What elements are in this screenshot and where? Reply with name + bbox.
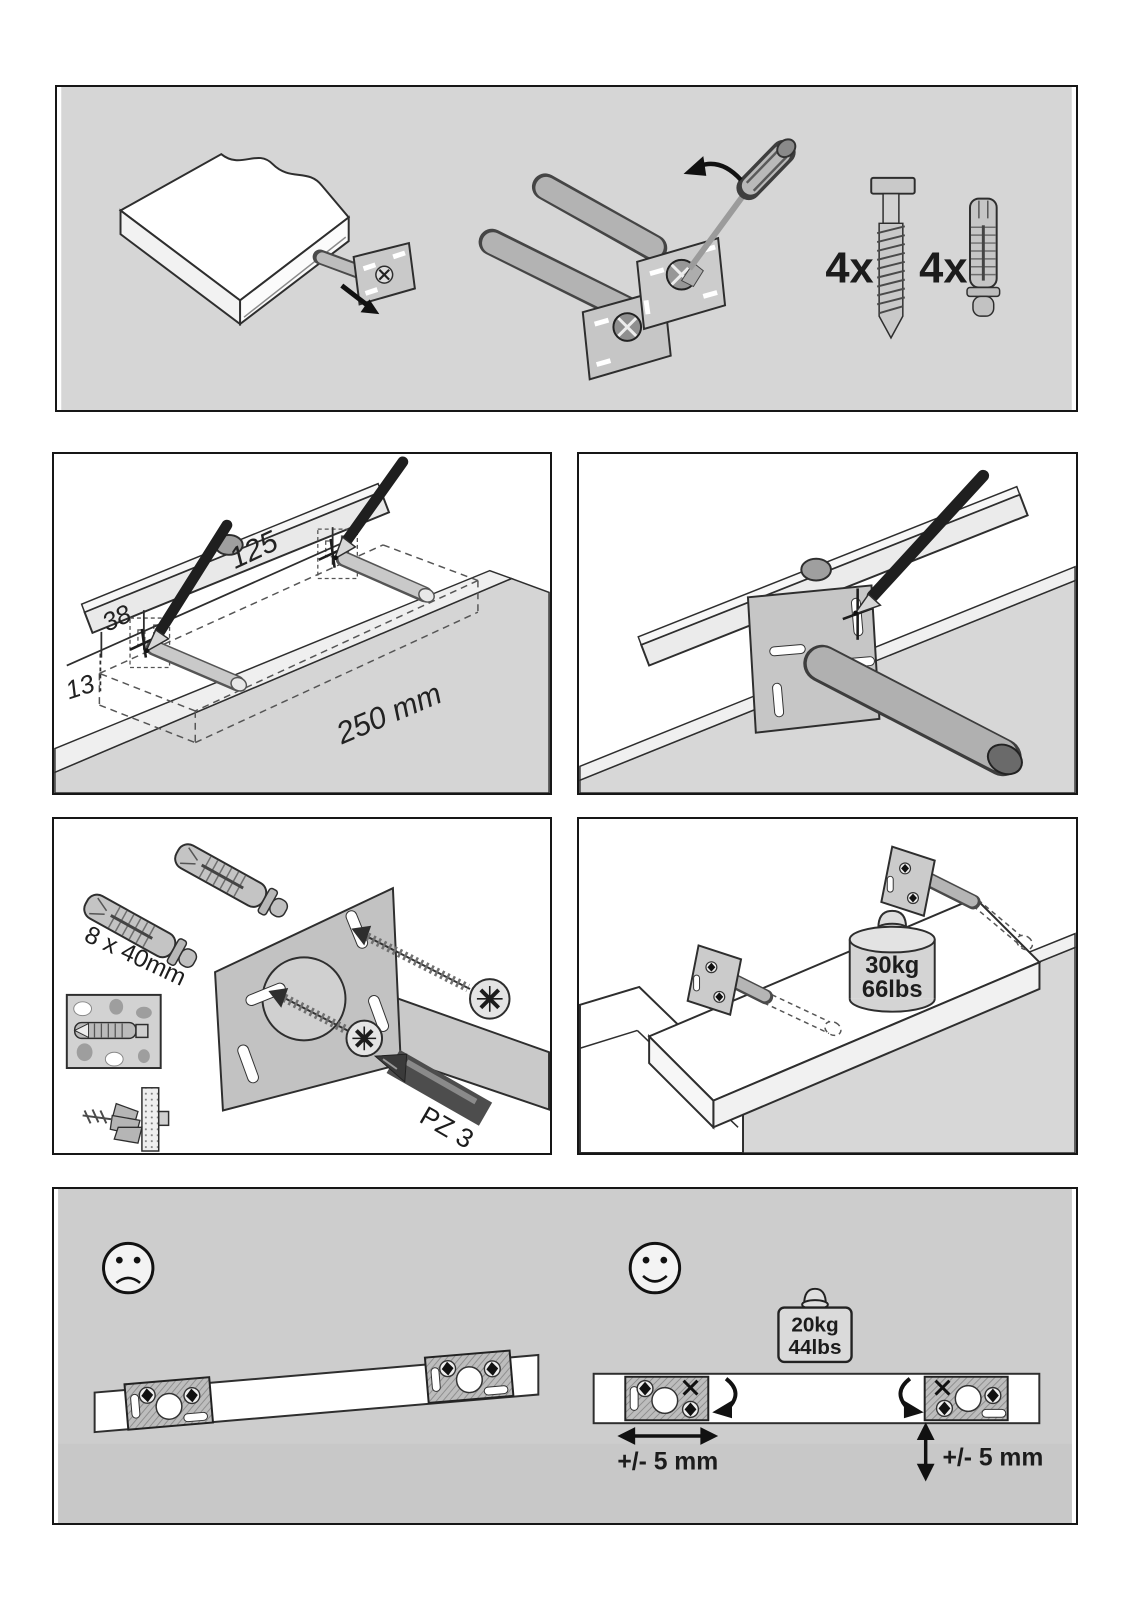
shelf-rod-icon: [478, 173, 668, 324]
marking-panel-drawing: 125 38 13 250 mm: [54, 454, 550, 793]
hardware-panel-drawing: 4x 4x: [61, 87, 1072, 410]
screw-icon: [870, 176, 916, 340]
crossed-out-screw-icon: [934, 1379, 951, 1396]
misaligned-rail: [93, 1349, 540, 1434]
weight-icon: 30kg 66lbs: [848, 909, 936, 1013]
level-mark-panel-drawing: [579, 454, 1076, 793]
panel-measure-and-mark: 125 38 13 250 mm: [52, 452, 552, 795]
bracket-plate-icon: [214, 886, 550, 1112]
max-load-lbs-label: 66lbs: [862, 977, 923, 1003]
spirit-level-icon: [80, 482, 391, 635]
bracket-plate-icon: [880, 845, 981, 918]
bracket-plate-icon: [123, 1376, 215, 1431]
wall-plug-icon: [966, 197, 1001, 317]
panel-alignment-adjustment: 20kg 44lbs: [52, 1187, 1078, 1525]
rotate-arrow-icon: [898, 1377, 924, 1419]
pencil-icon: [144, 519, 233, 654]
bracket-plate-icon: [624, 1375, 710, 1422]
test-load-lbs-label: 44lbs: [788, 1336, 841, 1359]
shelf-block: [54, 569, 550, 793]
drill-panel-drawing: 8 x 40mm: [54, 819, 550, 1153]
screw-icon: [351, 925, 511, 1020]
shelf-board: [647, 896, 1042, 1130]
wall-plug-icon: [174, 843, 289, 918]
test-load-kg-label: 20kg: [791, 1313, 838, 1336]
happy-face-icon: [628, 1241, 682, 1295]
horizontal-adjust-arrow-icon: [617, 1427, 719, 1445]
horizontal-adjust-label: +/- 5 mm: [617, 1449, 718, 1476]
pz3-bit-icon: [373, 1049, 493, 1126]
bracket-assembly: [478, 138, 797, 381]
rotate-arrow-icon: [712, 1377, 738, 1419]
pencil-icon: [333, 456, 409, 561]
bracket-plate-icon: [686, 944, 774, 1016]
hollow-wall-anchor-icon: [82, 1087, 170, 1152]
panel-remove-brackets: 4x 4x: [55, 85, 1078, 412]
crossed-out-screw-icon: [682, 1379, 699, 1396]
shelf-board: [118, 152, 351, 327]
wall-plug-icon: [83, 893, 198, 968]
pull-out-arrow-icon: [340, 283, 380, 315]
vertical-adjust-label: +/- 5 mm: [942, 1445, 1043, 1472]
pencil-icon: [852, 469, 990, 616]
adjust-panel-drawing: 20kg 44lbs: [58, 1189, 1072, 1523]
panel-level-and-mark: [577, 452, 1078, 795]
screwdriver-icon: [680, 138, 797, 288]
bracket-plate-icon: [312, 241, 416, 306]
sad-face-icon: [102, 1241, 155, 1295]
panel-fix-brackets: 8 x 40mm: [52, 817, 552, 1155]
level-bubble-icon: [800, 557, 832, 582]
weight-icon: 20kg 44lbs: [777, 1287, 853, 1364]
max-load-kg-label: 30kg: [865, 953, 919, 979]
bracket-plate-icon: [423, 1349, 515, 1405]
vertical-adjust-arrow-icon: [916, 1422, 935, 1482]
plug-qty-label: 4x: [919, 245, 967, 293]
screw-qty-label: 4x: [825, 245, 873, 293]
panel-mount-shelf: 30kg 66lbs: [577, 817, 1078, 1155]
bracket-plate-icon: [923, 1375, 1009, 1422]
load-panel-drawing: 30kg 66lbs: [579, 819, 1076, 1153]
solid-wall-section-icon: [65, 993, 162, 1070]
shelf-rod-icon: [145, 550, 435, 692]
screw-icon: [268, 987, 384, 1058]
shelf-rod-icon: [803, 644, 1023, 777]
aligned-rail: [592, 1372, 1041, 1425]
bracket-plate-icon: [636, 236, 727, 331]
unscrew-arrow-icon: [683, 156, 743, 182]
